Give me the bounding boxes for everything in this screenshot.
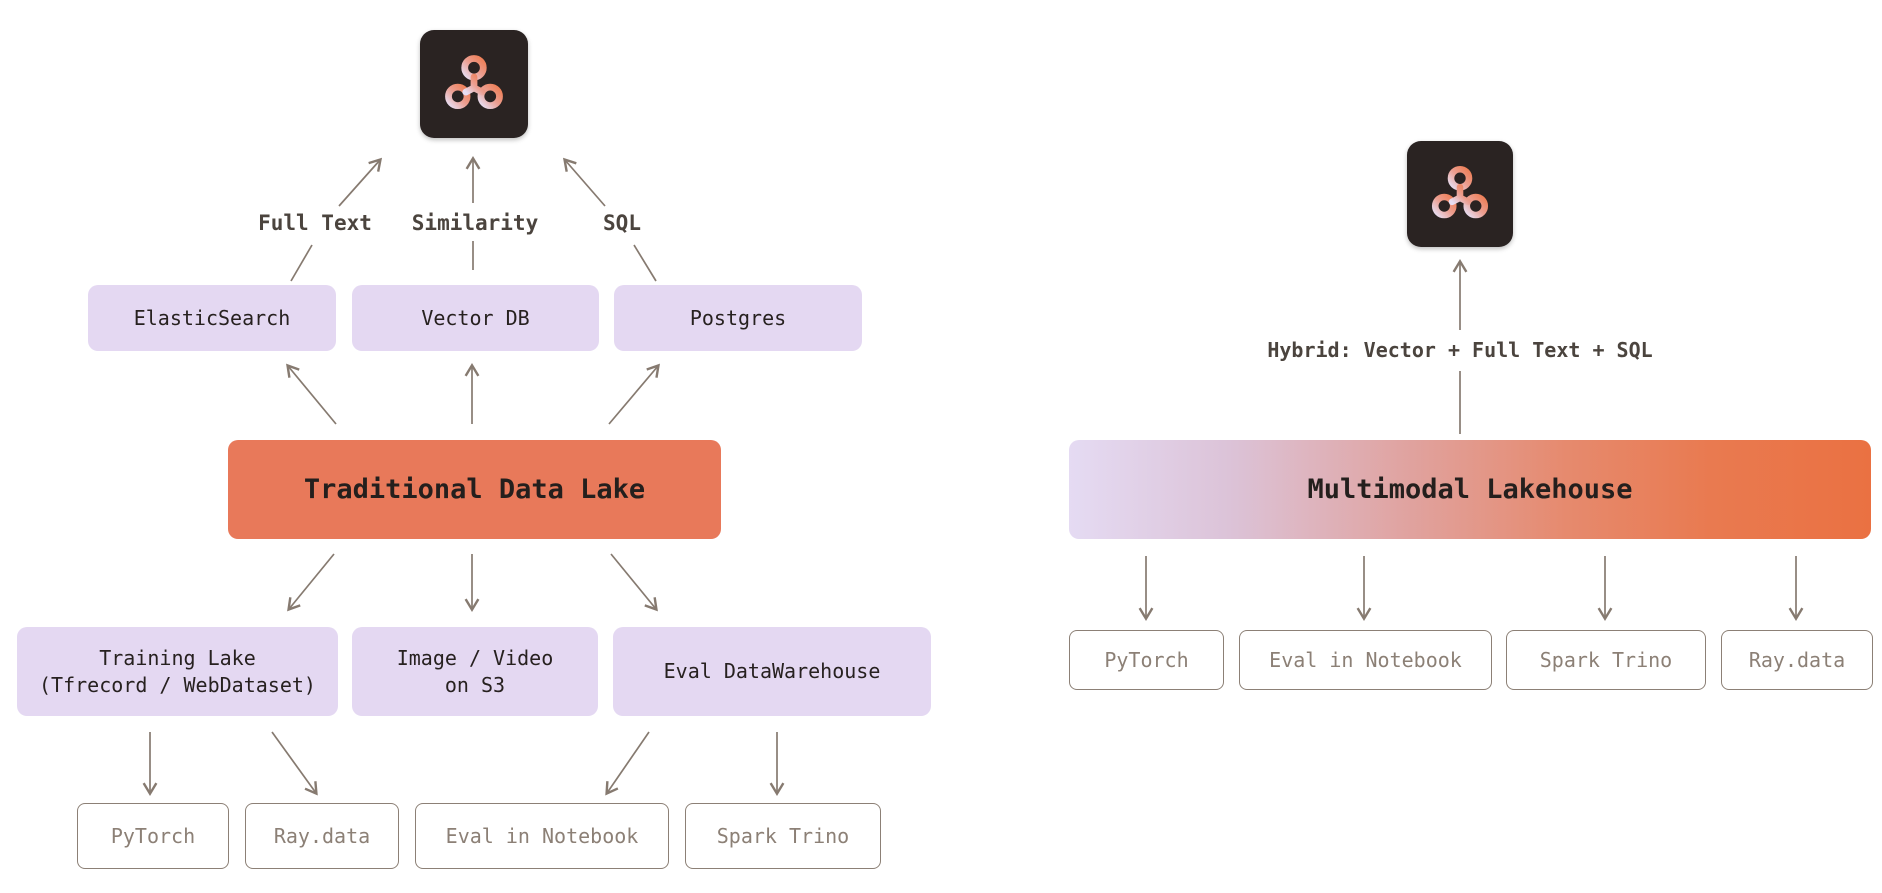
arrow-datalake-to-postgres xyxy=(608,363,660,425)
arrow-traininglake-to-raydata xyxy=(271,731,318,796)
store-label-line2: on S3 xyxy=(444,672,506,697)
consumer-box-eval-in-notebook: Eval in Notebook xyxy=(415,803,669,869)
arrow-elasticsearch-to-logo-lower xyxy=(290,244,313,282)
consumer-label: Eval in Notebook xyxy=(445,824,639,848)
right-logo-tile xyxy=(1407,141,1513,247)
multimodal-lakehouse-box: Multimodal Lakehouse xyxy=(1069,440,1871,539)
consumer-label: PyTorch xyxy=(1104,648,1189,672)
arrow-postgres-to-logo-upper xyxy=(562,157,606,207)
consumer-box-spark-trino: Spark Trino xyxy=(685,803,881,869)
consumer-label: Eval in Notebook xyxy=(1269,648,1462,672)
store-label-line1: Eval DataWarehouse xyxy=(663,659,881,683)
traditional-data-lake-box: Traditional Data Lake xyxy=(228,440,721,539)
consumer-box-pytorch: PyTorch xyxy=(77,803,229,869)
store-box-image-video-s3: Image / Video on S3 xyxy=(352,627,598,716)
query-label-full-text: Full Text xyxy=(258,211,372,235)
query-label-sql: SQL xyxy=(603,211,641,235)
engine-box-elasticsearch: ElasticSearch xyxy=(88,285,336,351)
consumer-label: PyTorch xyxy=(110,824,196,848)
arrow-evaldw-to-notebook xyxy=(605,731,650,796)
consumer-label: Spark Trino xyxy=(1539,648,1673,672)
traditional-data-lake-title: Traditional Data Lake xyxy=(303,474,646,505)
consumer-label: Ray.data xyxy=(1748,648,1846,672)
arrow-elasticsearch-to-logo-upper xyxy=(338,157,383,207)
engine-label: Vector DB xyxy=(421,305,530,330)
engine-box-postgres: Postgres xyxy=(614,285,862,351)
store-label-line1: Image / Video xyxy=(396,645,554,670)
molecule-logo-icon xyxy=(445,55,503,110)
store-label-line1: Training Lake xyxy=(99,645,256,670)
left-logo-tile xyxy=(420,30,528,138)
multimodal-lakehouse-title: Multimodal Lakehouse xyxy=(1307,474,1633,505)
consumer-box-eval-in-notebook-right: Eval in Notebook xyxy=(1239,630,1492,690)
consumer-box-raydata-right: Ray.data xyxy=(1721,630,1873,690)
arrow-postgres-to-logo-lower xyxy=(633,244,657,282)
consumer-box-spark-trino-right: Spark Trino xyxy=(1506,630,1706,690)
consumer-box-pytorch-right: PyTorch xyxy=(1069,630,1224,690)
molecule-logo-icon xyxy=(1431,165,1489,219)
engine-label: Postgres xyxy=(689,305,787,330)
arrow-datalake-to-elasticsearch xyxy=(286,363,337,425)
consumer-box-raydata: Ray.data xyxy=(245,803,399,869)
consumer-label: Spark Trino xyxy=(716,824,850,848)
arrow-datalake-to-traininglake xyxy=(287,553,335,612)
store-box-training-lake: Training Lake (Tfrecord / WebDataset) xyxy=(17,627,338,716)
store-box-eval-datawarehouse: Eval DataWarehouse xyxy=(613,627,931,716)
arrow-datalake-to-evaldw xyxy=(610,553,658,612)
store-label-line2: (Tfrecord / WebDataset) xyxy=(39,672,316,697)
engine-box-vector-db: Vector DB xyxy=(352,285,599,351)
engine-label: ElasticSearch xyxy=(133,305,291,330)
consumer-label: Ray.data xyxy=(273,824,371,848)
query-label-similarity: Similarity xyxy=(411,211,539,235)
query-label-hybrid: Hybrid: Vector + Full Text + SQL xyxy=(1267,338,1653,362)
